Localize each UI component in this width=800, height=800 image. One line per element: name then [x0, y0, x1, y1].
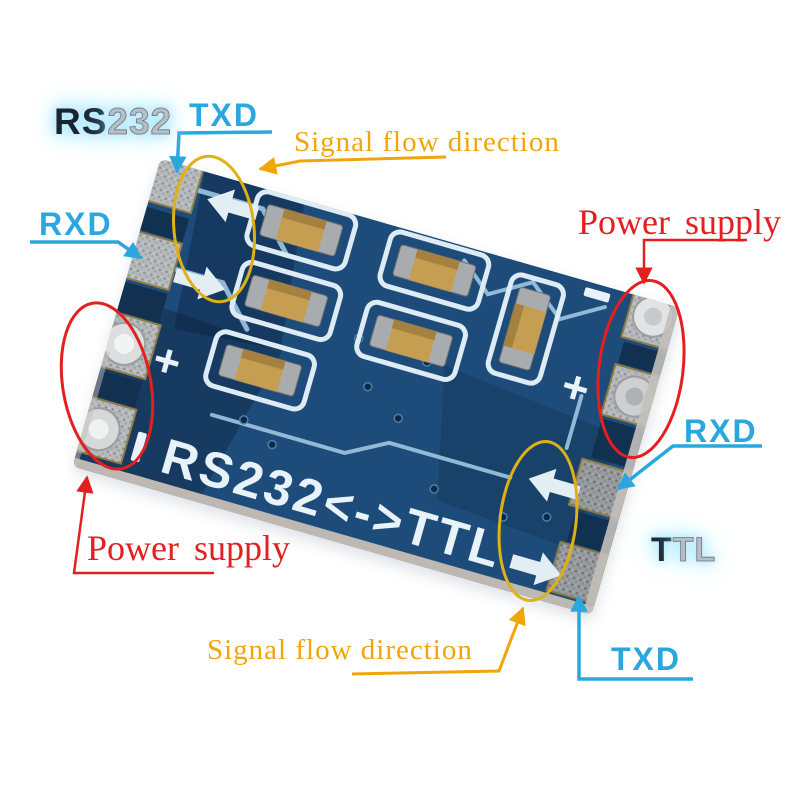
- power-supply-label-left: Power supply: [87, 528, 290, 568]
- ttl-label-light-part: TL: [672, 531, 717, 569]
- smd-capacitor: [259, 204, 343, 257]
- smd-capacitor: [244, 275, 328, 327]
- smd-capacitor: [369, 314, 453, 367]
- ttl-label-dark-part: T: [651, 531, 673, 569]
- signal-flow-label-top: Signal flow direction: [294, 126, 560, 158]
- txd-label-bottom: TXD: [611, 641, 681, 677]
- smd-capacitors: [218, 204, 551, 397]
- rxd-label-right: RXD: [684, 413, 758, 449]
- smd-capacitor: [218, 344, 302, 397]
- power-right-leader-line: [635, 238, 747, 285]
- rxd-label-left: RXD: [39, 206, 113, 242]
- rs232-glow-label: RS232: [54, 101, 173, 142]
- signal-flow-label-bottom: Signal flow direction: [207, 634, 473, 666]
- rs232-label-light-part: 232: [107, 101, 173, 142]
- ttl-glow-label: TTL: [651, 531, 717, 569]
- signal-flow-top-leader-line: [258, 155, 447, 175]
- txd-top-leader-line: [169, 130, 273, 174]
- txd-label-top: TXD: [189, 97, 259, 133]
- rxd-right-leader-line: [616, 444, 762, 491]
- component-outlines: [203, 189, 566, 412]
- rxd-left-leader-line: [30, 240, 143, 260]
- rs232-label-dark-part: RS: [54, 101, 108, 142]
- smd-capacitor: [392, 244, 477, 297]
- power-supply-label-right: Power supply: [578, 202, 781, 242]
- smd-capacitor: [498, 287, 551, 371]
